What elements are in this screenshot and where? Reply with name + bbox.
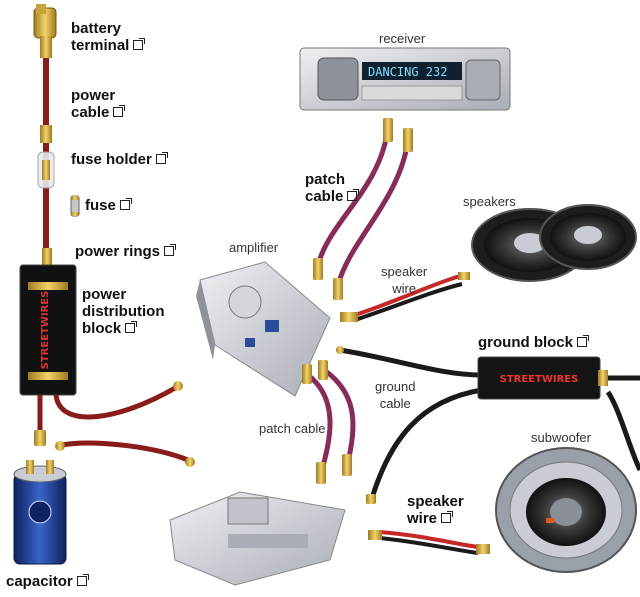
speaker-wire-bottom	[368, 530, 490, 555]
patch-plugs-bottom	[302, 360, 352, 484]
link-icon[interactable]	[113, 105, 126, 117]
label-speakers: speakers	[463, 194, 516, 209]
link-icon[interactable]	[119, 198, 132, 210]
label-speaker-wire-bottom: speaker wire	[407, 493, 464, 527]
label-fuse-holder: fuse holder	[71, 151, 168, 168]
link-icon[interactable]	[155, 152, 168, 164]
label-subwoofer: subwoofer	[531, 430, 591, 445]
link-icon[interactable]	[125, 321, 138, 333]
label-patch-cable-top: patch cable	[305, 171, 360, 205]
power-cables-lower	[37, 385, 189, 463]
label-power-rings: power rings	[75, 243, 177, 260]
capacitor	[13, 460, 67, 565]
battery-terminal	[33, 4, 57, 58]
label-receiver: receiver	[379, 31, 426, 46]
receiver-display: DANCING 232	[368, 65, 447, 79]
receiver: DANCING 232	[299, 47, 511, 111]
amplifier	[196, 261, 331, 397]
patch-cable-top	[315, 127, 411, 286]
link-icon[interactable]	[577, 335, 589, 347]
speakers	[471, 204, 637, 282]
label-capacitor: capacitor	[6, 573, 89, 590]
power-rings	[42, 248, 52, 268]
ground-block: STREETWIRES	[477, 356, 608, 400]
label-speaker-wire-top: speaker wire	[381, 264, 428, 296]
label-ground-cable: ground cable	[375, 379, 416, 411]
amplifier-second	[169, 491, 346, 586]
speaker-wire-top	[340, 272, 470, 322]
label-ground-block: ground block	[478, 334, 589, 351]
label-power-cable: power cable	[71, 87, 126, 121]
label-amplifier: amplifier	[229, 240, 279, 255]
power-distribution-block: STREETWIRES	[19, 264, 77, 396]
svg-text:STREETWIRES: STREETWIRES	[500, 374, 579, 385]
fuse	[70, 195, 80, 217]
link-icon[interactable]	[133, 38, 146, 50]
power-cable-fitting	[40, 125, 52, 143]
label-fuse: fuse	[85, 197, 132, 214]
svg-text:STREETWIRES: STREETWIRES	[40, 291, 51, 370]
fuse-holder	[37, 151, 55, 189]
link-icon[interactable]	[164, 244, 177, 256]
label-battery-terminal: battery terminal	[71, 20, 146, 54]
ground-lugs	[336, 346, 376, 504]
link-icon[interactable]	[347, 189, 360, 201]
ground-cables	[339, 347, 640, 499]
link-icon[interactable]	[441, 511, 454, 523]
link-icon[interactable]	[76, 574, 89, 586]
label-patch-cable-bottom: patch cable	[259, 421, 326, 436]
subwoofer	[495, 447, 637, 573]
patch-cable-bottom	[306, 367, 356, 471]
patch-plugs-top	[313, 118, 413, 300]
label-power-distribution-block: power distribution block	[82, 286, 165, 337]
ring-terminals	[34, 381, 195, 467]
